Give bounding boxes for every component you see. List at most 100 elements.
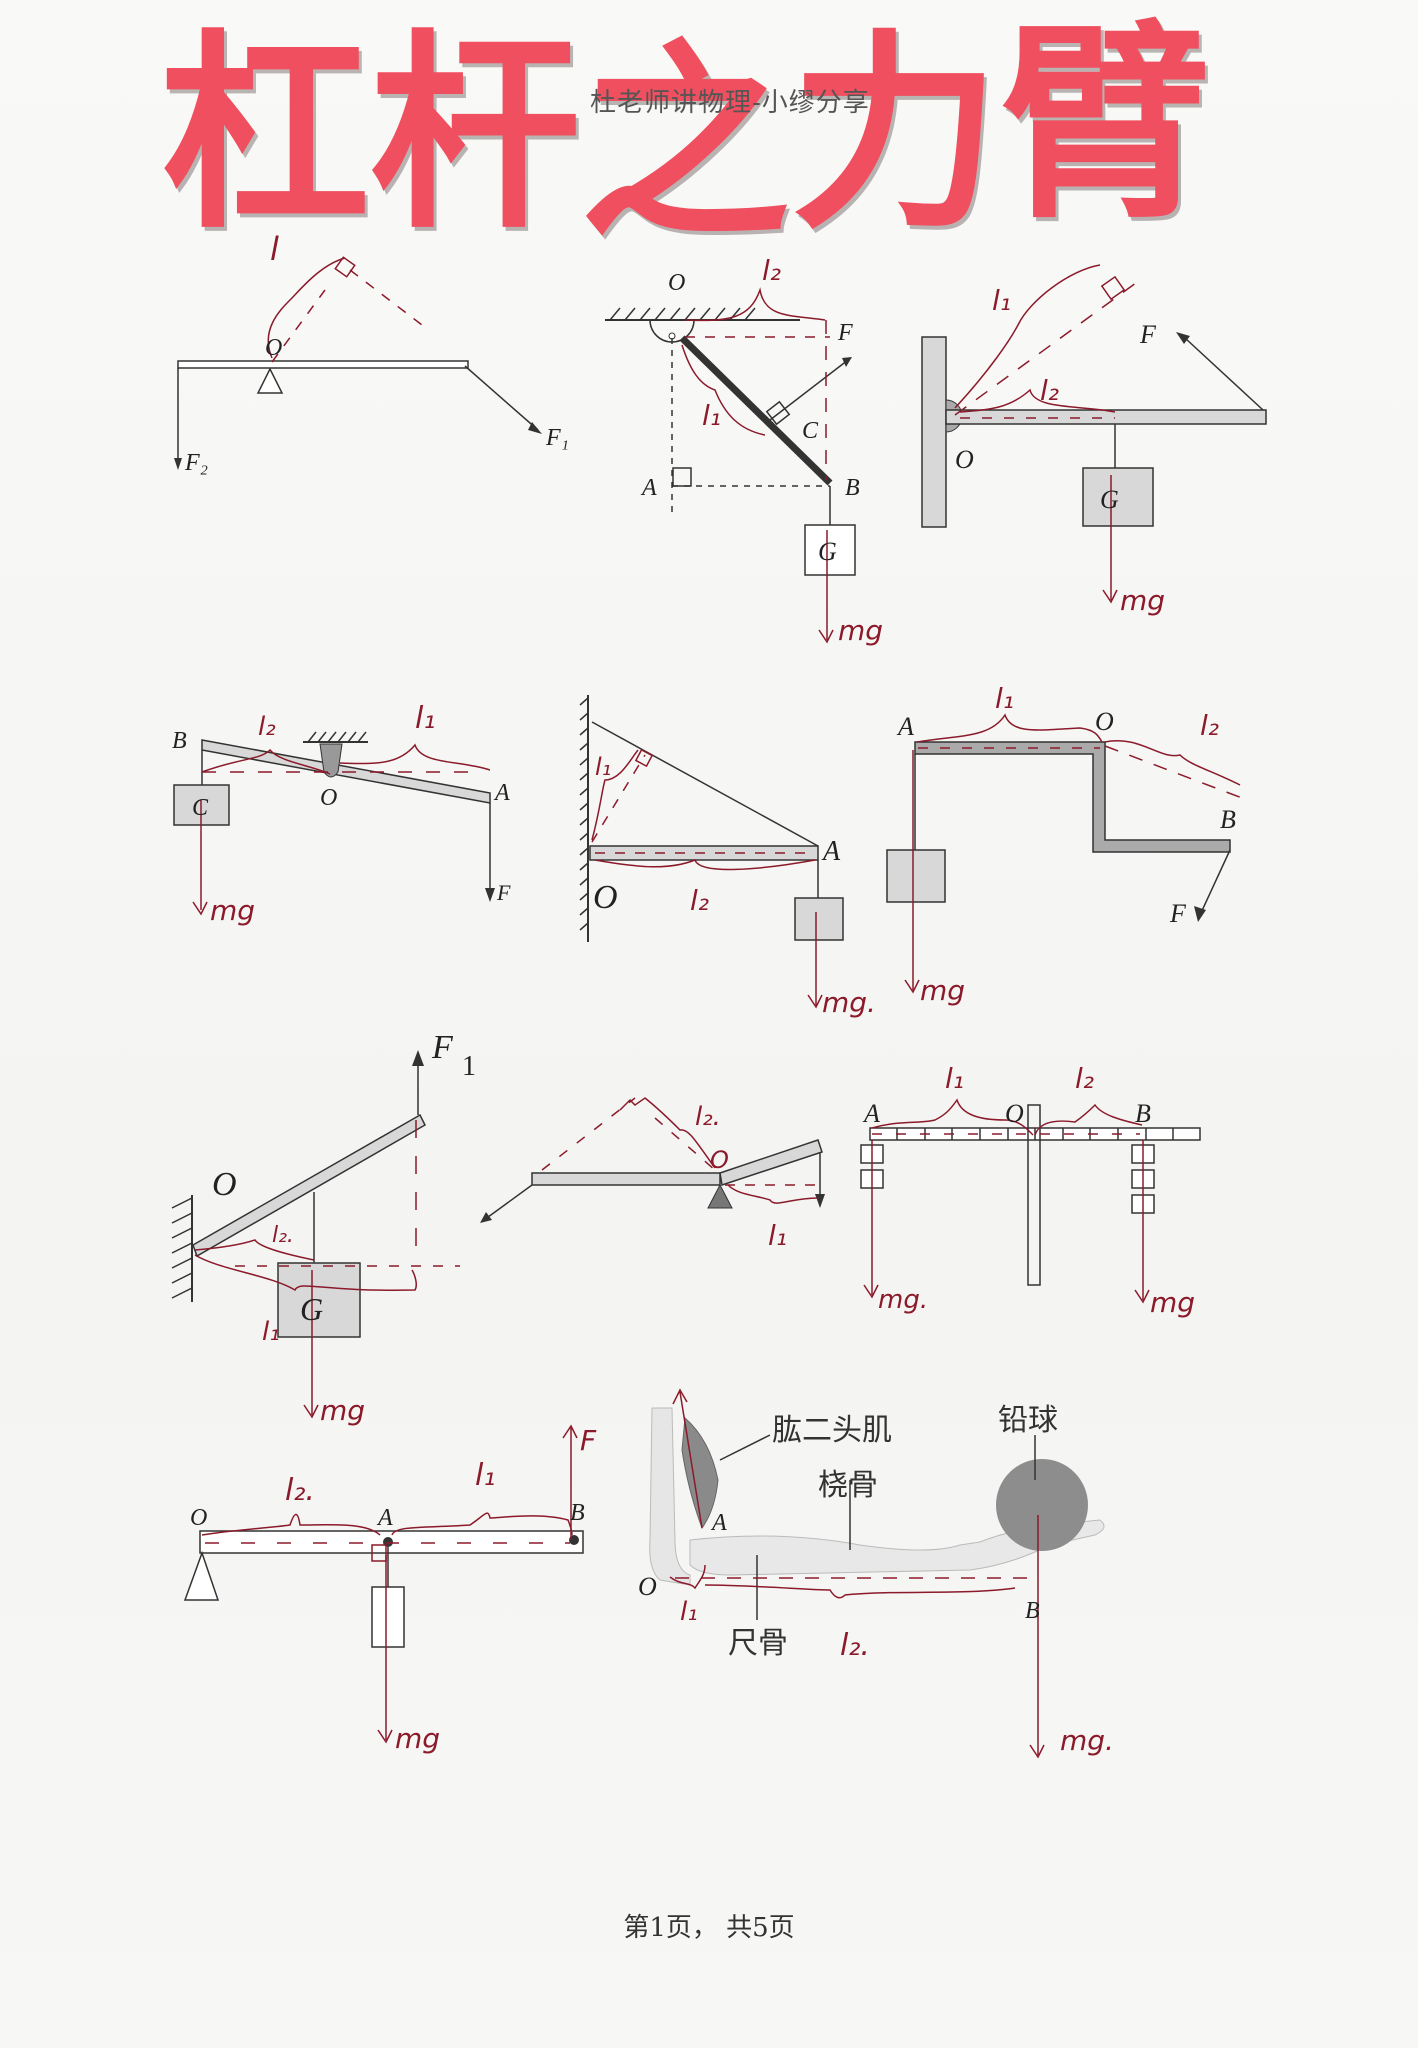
arm-l2-label: l₂ <box>1075 1062 1094 1095</box>
force-f1-label: F₁ <box>545 425 569 451</box>
mg-label: mg <box>920 974 965 1007</box>
force-label: F <box>1169 899 1187 928</box>
arm-l1-label: l₁ <box>702 399 721 432</box>
diagram-2-hanging-rod: O F C A B G l₂ l₁ mg <box>590 240 890 654</box>
point-a-label: A <box>862 1099 880 1128</box>
arm-l2-label: l₂ <box>1200 709 1219 742</box>
page-title: 杠 杆 之 力 臂 <box>160 20 1210 260</box>
arm-l2-label: l₂ <box>1040 374 1059 407</box>
diagram-4-tilted-beam: B A O C F l₂ l₁ mg <box>160 690 520 954</box>
lever-diagram: O l₂. l₁ <box>480 1097 825 1252</box>
pivot-label: O <box>1095 707 1114 736</box>
lever-diagram: A O B l₁ l₂ mg. mg <box>860 1062 1201 1319</box>
force-label: F <box>496 880 511 905</box>
arm-l1-label: l₁ <box>415 701 435 736</box>
mg-label: mg <box>210 894 255 927</box>
lever-diagram: O A l₁ l₂ mg. <box>579 695 876 1019</box>
mg-label: mg <box>1120 584 1165 617</box>
point-b-label: B <box>1135 1099 1151 1128</box>
arm-l2-label: l₂. <box>695 1102 721 1132</box>
radius-bone-label: 桡骨 <box>818 1468 878 1503</box>
pivot-label: O <box>320 785 337 811</box>
title-char: 之 <box>580 22 791 267</box>
point-a-label: A <box>896 712 914 741</box>
shot-put-label: 铅球 <box>998 1403 1058 1438</box>
arm-l1-label: l₁ <box>992 284 1011 317</box>
title-char: 力 <box>790 12 1001 257</box>
diagram-1-lever-oblique-force: O F₁ F₂ l <box>160 230 580 494</box>
arm-l1-label: l₁ <box>680 1597 698 1627</box>
pivot-label: O <box>1005 1099 1024 1128</box>
point-a-label: A <box>493 780 510 806</box>
point-b-label: B <box>570 1500 585 1526</box>
diagram-9-lever-balance: A O B l₁ l₂ mg. mg <box>850 1050 1210 1344</box>
lever-diagram: O A B F l₂. l₁ mg <box>183 1424 597 1755</box>
arm-l1-label: l₁ <box>475 1458 495 1493</box>
pivot-label: O <box>955 445 974 474</box>
diagram-11-forearm-lever: A O B 肱二头肌 铅球 桡骨 尺骨 l₁ l₂. mg. <box>630 1370 1150 1774</box>
point-b-label: B <box>172 728 187 754</box>
point-b-label: B <box>845 475 860 501</box>
lever-diagram: A O B F l₁ l₂ mg <box>886 682 1243 1007</box>
pivot-label: O <box>265 335 282 361</box>
forearm-diagram: A O B 肱二头肌 铅球 桡骨 尺骨 l₁ l₂. mg. <box>638 1388 1114 1759</box>
pivot-label: O <box>212 1166 237 1203</box>
mg-label: mg <box>395 1722 440 1755</box>
mg-left-label: mg. <box>878 1285 928 1315</box>
page-footer: 第1页， 共5页 <box>623 1913 795 1943</box>
weight-label: G <box>818 537 837 566</box>
lever-diagram: O F₁ F₂ l <box>174 230 569 476</box>
point-b-label: B <box>1025 1598 1040 1624</box>
mg-label: mg <box>320 1394 365 1427</box>
diagram-10-horizontal-lever: O A B F l₂. l₁ mg <box>180 1400 600 1764</box>
lever-diagram: B A O C F l₂ l₁ mg <box>172 701 511 927</box>
point-a-label: A <box>710 1510 727 1536</box>
mg-label: mg. <box>1060 1724 1114 1757</box>
weight-label: C <box>192 795 209 821</box>
mg-label: mg. <box>822 986 876 1019</box>
diagram-3-wall-bracket: O F G l₁ l₂ mg <box>900 240 1280 644</box>
diagram-6-z-lever: A O B F l₁ l₂ mg <box>880 682 1280 1034</box>
arm-l2-label: l₂ <box>258 712 276 742</box>
pivot-label: O <box>593 879 618 916</box>
point-a-label: A <box>640 475 657 501</box>
arm-l2-label: l₂. <box>272 1223 294 1248</box>
lever-diagram: O F C A B G l₂ l₁ mg <box>605 254 883 647</box>
title-char: 臂 <box>1000 2 1211 247</box>
force-label: F <box>580 1424 597 1457</box>
arm-l1-label: l₁ <box>768 1219 787 1252</box>
watermark: 杜老师讲物理-小缪分享 <box>590 88 870 118</box>
point-c-label: C <box>802 418 819 444</box>
force-label: F <box>1139 320 1157 349</box>
diagram-5-wall-crane: O A l₁ l₂ mg. <box>560 680 880 1024</box>
force-subscript: 1 <box>462 1051 476 1082</box>
lever-diagram: O F G l₁ l₂ mg <box>921 264 1267 617</box>
force-label: F <box>431 1029 454 1066</box>
point-a-label: A <box>376 1505 393 1531</box>
force-f2-label: F₂ <box>184 450 208 476</box>
title-char: 杆 <box>370 12 581 257</box>
arm-label: l <box>270 230 279 268</box>
arm-l2-label: l₂ <box>690 884 709 917</box>
arm-l1-label: l₁ <box>945 1062 964 1095</box>
point-b-label: B <box>1220 805 1236 834</box>
arm-l1-label: l₁ <box>262 1317 280 1347</box>
diagram-8-bent-lever: O l₂. l₁ <box>470 1040 840 1284</box>
arm-l1-label: l₁ <box>595 753 611 781</box>
pivot-label: O <box>710 1146 729 1174</box>
biceps-label: 肱二头肌 <box>772 1413 892 1448</box>
arm-l2-label: l₂. <box>840 1628 870 1663</box>
point-a-label: A <box>821 836 841 867</box>
arm-l2-label: l₂. <box>285 1473 315 1508</box>
weight-label: G <box>1100 485 1119 514</box>
arm-l2-label: l₂ <box>762 254 781 287</box>
weight-label: G <box>300 1291 323 1327</box>
mg-label: mg <box>838 614 883 647</box>
pivot-label: O <box>638 1572 657 1601</box>
lever-diagram: O F 1 G l₂. l₁ mg <box>171 1029 476 1427</box>
force-label: F <box>837 320 853 346</box>
diagram-7-inclined-bar: O F 1 G l₂. l₁ mg <box>160 1029 480 1434</box>
ulna-bone-label: 尺骨 <box>728 1626 788 1661</box>
pivot-label: O <box>190 1505 207 1531</box>
